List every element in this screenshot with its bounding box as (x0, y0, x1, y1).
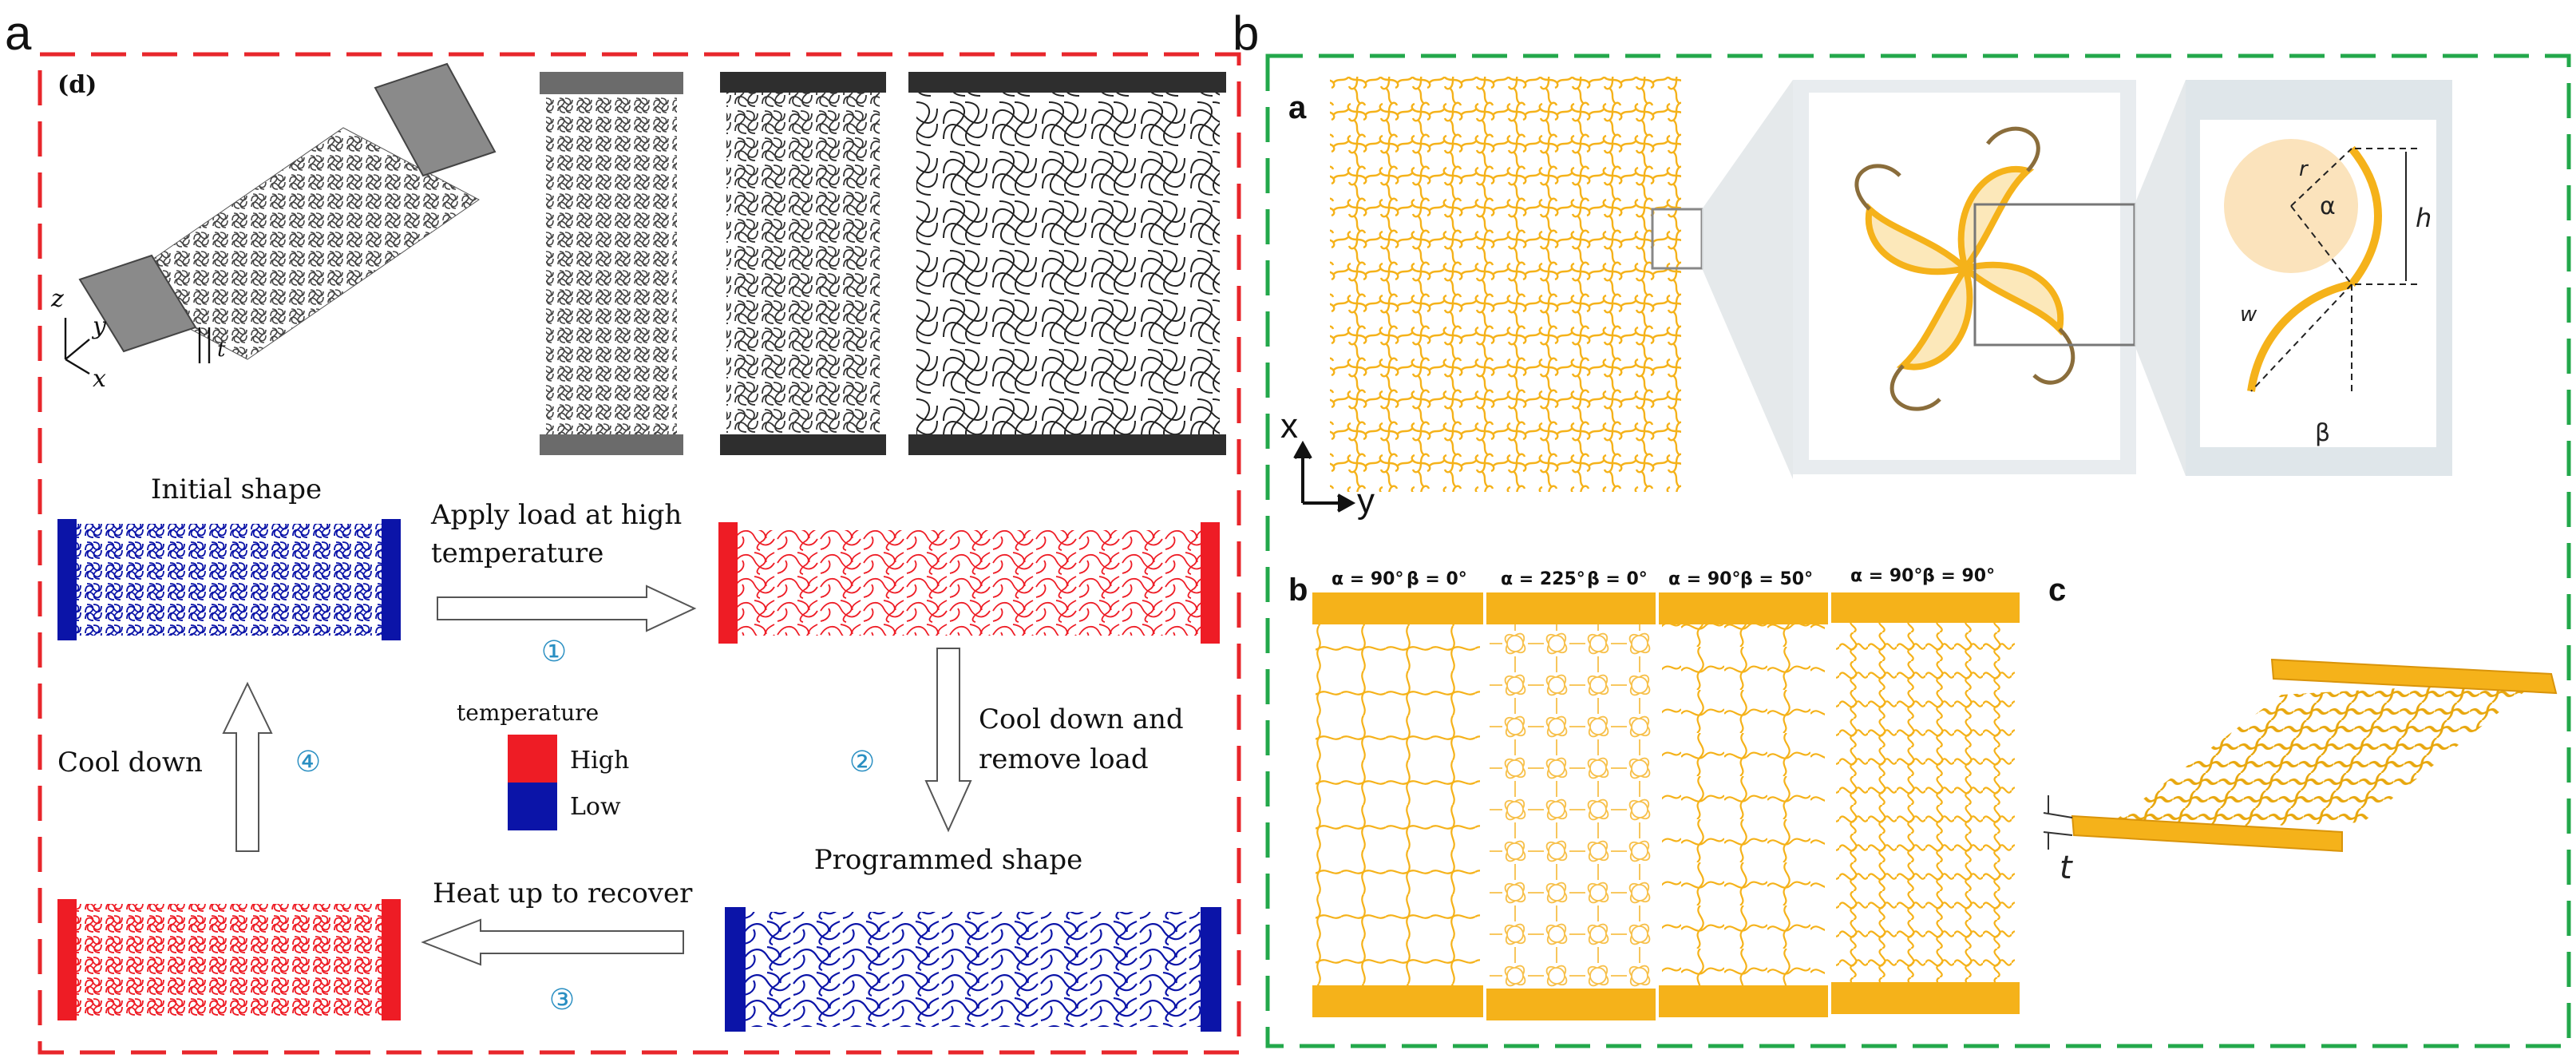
temperature-legend-title: temperature (457, 699, 599, 726)
cool-remove-label-2: remove load (979, 743, 1149, 775)
panel-b-border (1265, 53, 2571, 1048)
apply-load-label-1: Apply load at high (430, 499, 682, 531)
loaded-shape-lattice (718, 522, 1220, 644)
programmed-shape-lattice (725, 907, 1221, 1032)
config-3-beta: β = 50° (1740, 569, 1813, 589)
symbol-h: h (2416, 203, 2432, 233)
panel-b-label: b (1233, 6, 1259, 60)
iso-thickness-label: t (2060, 850, 2073, 886)
config-4-alpha: α = 90° (1850, 566, 1922, 586)
inset-3d-lattice (78, 62, 497, 360)
legend-swatch-low (508, 783, 557, 830)
config-3-alpha: α = 90° (1668, 569, 1740, 589)
iso-thickness-marker (2043, 795, 2073, 850)
config-1-beta: β = 0° (1407, 569, 1467, 589)
arrow-step-3 (421, 918, 684, 966)
recovered-shape-lattice (57, 899, 401, 1020)
gold-flower-lattice (1330, 77, 1681, 492)
cool-remove-label-1: Cool down and (979, 703, 1184, 735)
geometry-diagram (2224, 139, 2419, 392)
config-2-alpha: α = 225° (1501, 569, 1585, 589)
arrow-step-1 (437, 584, 697, 632)
iso-lattice (2071, 658, 2558, 853)
programmed-shape-label: Programmed shape (814, 844, 1083, 876)
step-1-number: ① (541, 636, 567, 668)
legend-swatch-high (508, 735, 557, 783)
sub-b-label: b (1288, 573, 1308, 608)
config-2-beta: β = 0° (1587, 569, 1648, 589)
axis-z-label: z (50, 285, 64, 313)
initial-shape-label: Initial shape (151, 474, 322, 505)
grey-lattice-open (908, 72, 1226, 455)
config-column-1: α = 90° β = 0° (1312, 569, 1483, 1017)
step-4-number: ④ (295, 746, 321, 779)
axis-y-label: y (91, 312, 107, 340)
axis-b-y: y (1357, 481, 1375, 521)
axis-b-x: x (1280, 406, 1298, 446)
xy-axes (1293, 440, 1356, 513)
config-1-alpha: α = 90° (1332, 569, 1403, 589)
sub-c-label: c (2048, 573, 2066, 608)
config-4-beta: β = 90° (1922, 566, 1995, 586)
inset-axes (64, 318, 211, 375)
config-column-3: α = 90° β = 50° (1659, 569, 1828, 1017)
symbol-r: r (2299, 157, 2309, 181)
axis-x-label: x (93, 365, 106, 393)
panel-a-border (38, 52, 1241, 1055)
inset-d-label: (d) (57, 71, 97, 99)
apply-load-label-2: temperature (431, 537, 603, 569)
step-2-number: ② (849, 746, 875, 779)
grey-lattice-mid (720, 72, 886, 455)
thickness-t-label: t (217, 338, 226, 362)
sub-a-label: a (1288, 90, 1307, 125)
arrow-step-4 (222, 681, 273, 852)
symbol-beta: β (2315, 419, 2330, 447)
zoom-wedge-2 (2135, 80, 2186, 476)
grey-lattice-dense (540, 72, 683, 455)
step-3-number: ③ (549, 984, 575, 1016)
config-column-2: α = 225° β = 0° (1486, 569, 1656, 1020)
flower-unit-cell (1854, 126, 2075, 411)
panel-a-label: a (5, 6, 32, 60)
config-column-4: α = 90° β = 90° (1831, 566, 2020, 1014)
zoom-wedge-1 (1702, 80, 1793, 479)
symbol-alpha: α (2320, 192, 2336, 220)
heat-recover-label: Heat up to recover (433, 878, 693, 909)
arrow-step-2 (924, 648, 972, 833)
legend-low-label: Low (570, 793, 621, 821)
initial-shape-lattice (57, 519, 401, 640)
symbol-w: w (2240, 303, 2257, 327)
legend-high-label: High (570, 747, 629, 775)
cool-down-label: Cool down (57, 747, 203, 779)
